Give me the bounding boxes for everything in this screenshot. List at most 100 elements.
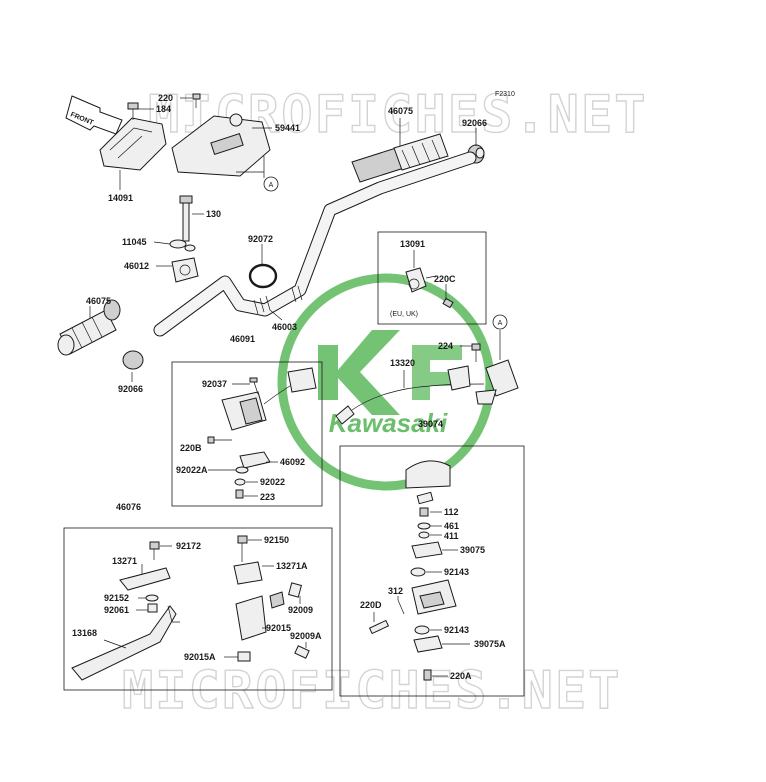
label-92061: 92061 [104,605,129,615]
oring-92143-a [410,567,426,577]
bracket-92015 [235,591,285,641]
bar-end-92066-left [122,350,144,370]
label-223: 223 [260,492,275,502]
washer-461 [417,522,431,530]
label-112: 112 [444,507,459,517]
callout-a-top: A [263,176,279,192]
label-411: 411 [444,531,459,541]
label-13271a: 13271A [276,561,308,571]
label-46075-left: 46075 [86,296,111,306]
handlebar-46003 [153,151,477,337]
label-92066-top: 92066 [462,118,487,128]
eu-uk-box [377,231,487,325]
grip-46075-left [57,299,121,356]
diaphragm-plate [416,491,434,505]
label-13271: 13271 [112,556,137,566]
eu-uk-note: (EU, UK) [390,311,418,318]
bracket-13320 [447,365,471,391]
svg-text:A: A [269,182,274,189]
washer-411 [418,531,430,539]
kawasaki-logo: Kawasaki [277,273,495,491]
lever-13168 [71,605,180,681]
label-59441: 59441 [275,123,300,133]
figure-code: F2310 [495,91,515,98]
clamp-92072 [248,263,278,289]
label-92152: 92152 [104,593,129,603]
label-13168: 13168 [72,628,97,638]
screw-220c [442,297,454,309]
grip-46075-top [351,133,449,183]
label-92066-left: 92066 [118,384,143,394]
label-92072: 92072 [248,234,273,244]
label-220: 220 [158,93,173,103]
part-labels: 220 184 59441 14091 46075 92066 130 1104… [72,93,506,681]
spring-92009a [294,645,310,659]
nut-11045 [169,239,196,252]
switch-46091 [221,367,317,431]
cap-39074 [405,460,451,489]
label-11045: 11045 [122,237,147,247]
switch-housing-59441 [171,113,271,177]
screw-220 [192,93,201,108]
label-46075-top: 46075 [388,106,413,116]
label-92015: 92015 [266,623,291,633]
label-220a: 220A [450,671,472,681]
label-92022: 92022 [260,477,285,487]
label-39075: 39075 [460,545,485,555]
lever-box-46076 [63,527,333,691]
screw-92037 [249,377,259,395]
label-46091: 46091 [230,334,255,344]
bolt-220d [368,619,390,635]
lever-46092 [239,451,271,469]
label-92009: 92009 [288,605,313,615]
bolt-130 [179,195,193,242]
label-92015a: 92015A [184,652,216,662]
oring-92143-b [414,625,430,635]
screw-184 [127,102,139,120]
watermark-bottom: MICROFICHES.NET [122,661,622,721]
clamp-13091 [405,267,437,293]
master-box-39074 [339,445,525,697]
label-312: 312 [388,586,403,596]
washer-92022a [235,466,249,474]
label-92037: 92037 [202,379,227,389]
lever-bracket-a [475,330,519,405]
holder-13271a [233,561,263,585]
label-46092: 46092 [280,457,305,467]
label-92143-a: 92143 [444,567,469,577]
holder-13271 [119,567,171,591]
washer-92152 [145,594,159,602]
label-46012: 46012 [124,261,149,271]
label-13091: 13091 [400,239,425,249]
label-46003: 46003 [272,322,297,332]
label-39074: 39074 [418,419,443,429]
callout-a-right: A [492,314,508,330]
screw-112 [419,507,429,517]
cover-14091 [99,117,167,171]
label-13320: 13320 [390,358,415,368]
cup-39075a [413,635,443,653]
label-39075a: 39075A [474,639,506,649]
label-461: 461 [444,521,459,531]
label-92172: 92172 [176,541,201,551]
svg-text:A: A [498,320,503,327]
label-220c: 220C [434,274,456,284]
nut-92015a [237,651,251,662]
label-184: 184 [156,104,171,114]
collar-92061 [147,603,158,613]
washer-92022 [234,478,246,486]
screw-224 [471,343,481,362]
cup-39075 [411,541,443,559]
screw-220b [207,436,232,444]
screw-92150 [237,535,248,562]
screw-223 [235,489,244,499]
label-220d: 220D [360,600,382,610]
label-220b: 220B [180,443,202,453]
leader-lines [89,97,477,677]
label-46076: 46076 [116,502,141,512]
label-14091: 14091 [108,193,133,203]
pin-312 [397,599,405,615]
label-92009a: 92009A [290,631,322,641]
label-224: 224 [438,341,453,351]
